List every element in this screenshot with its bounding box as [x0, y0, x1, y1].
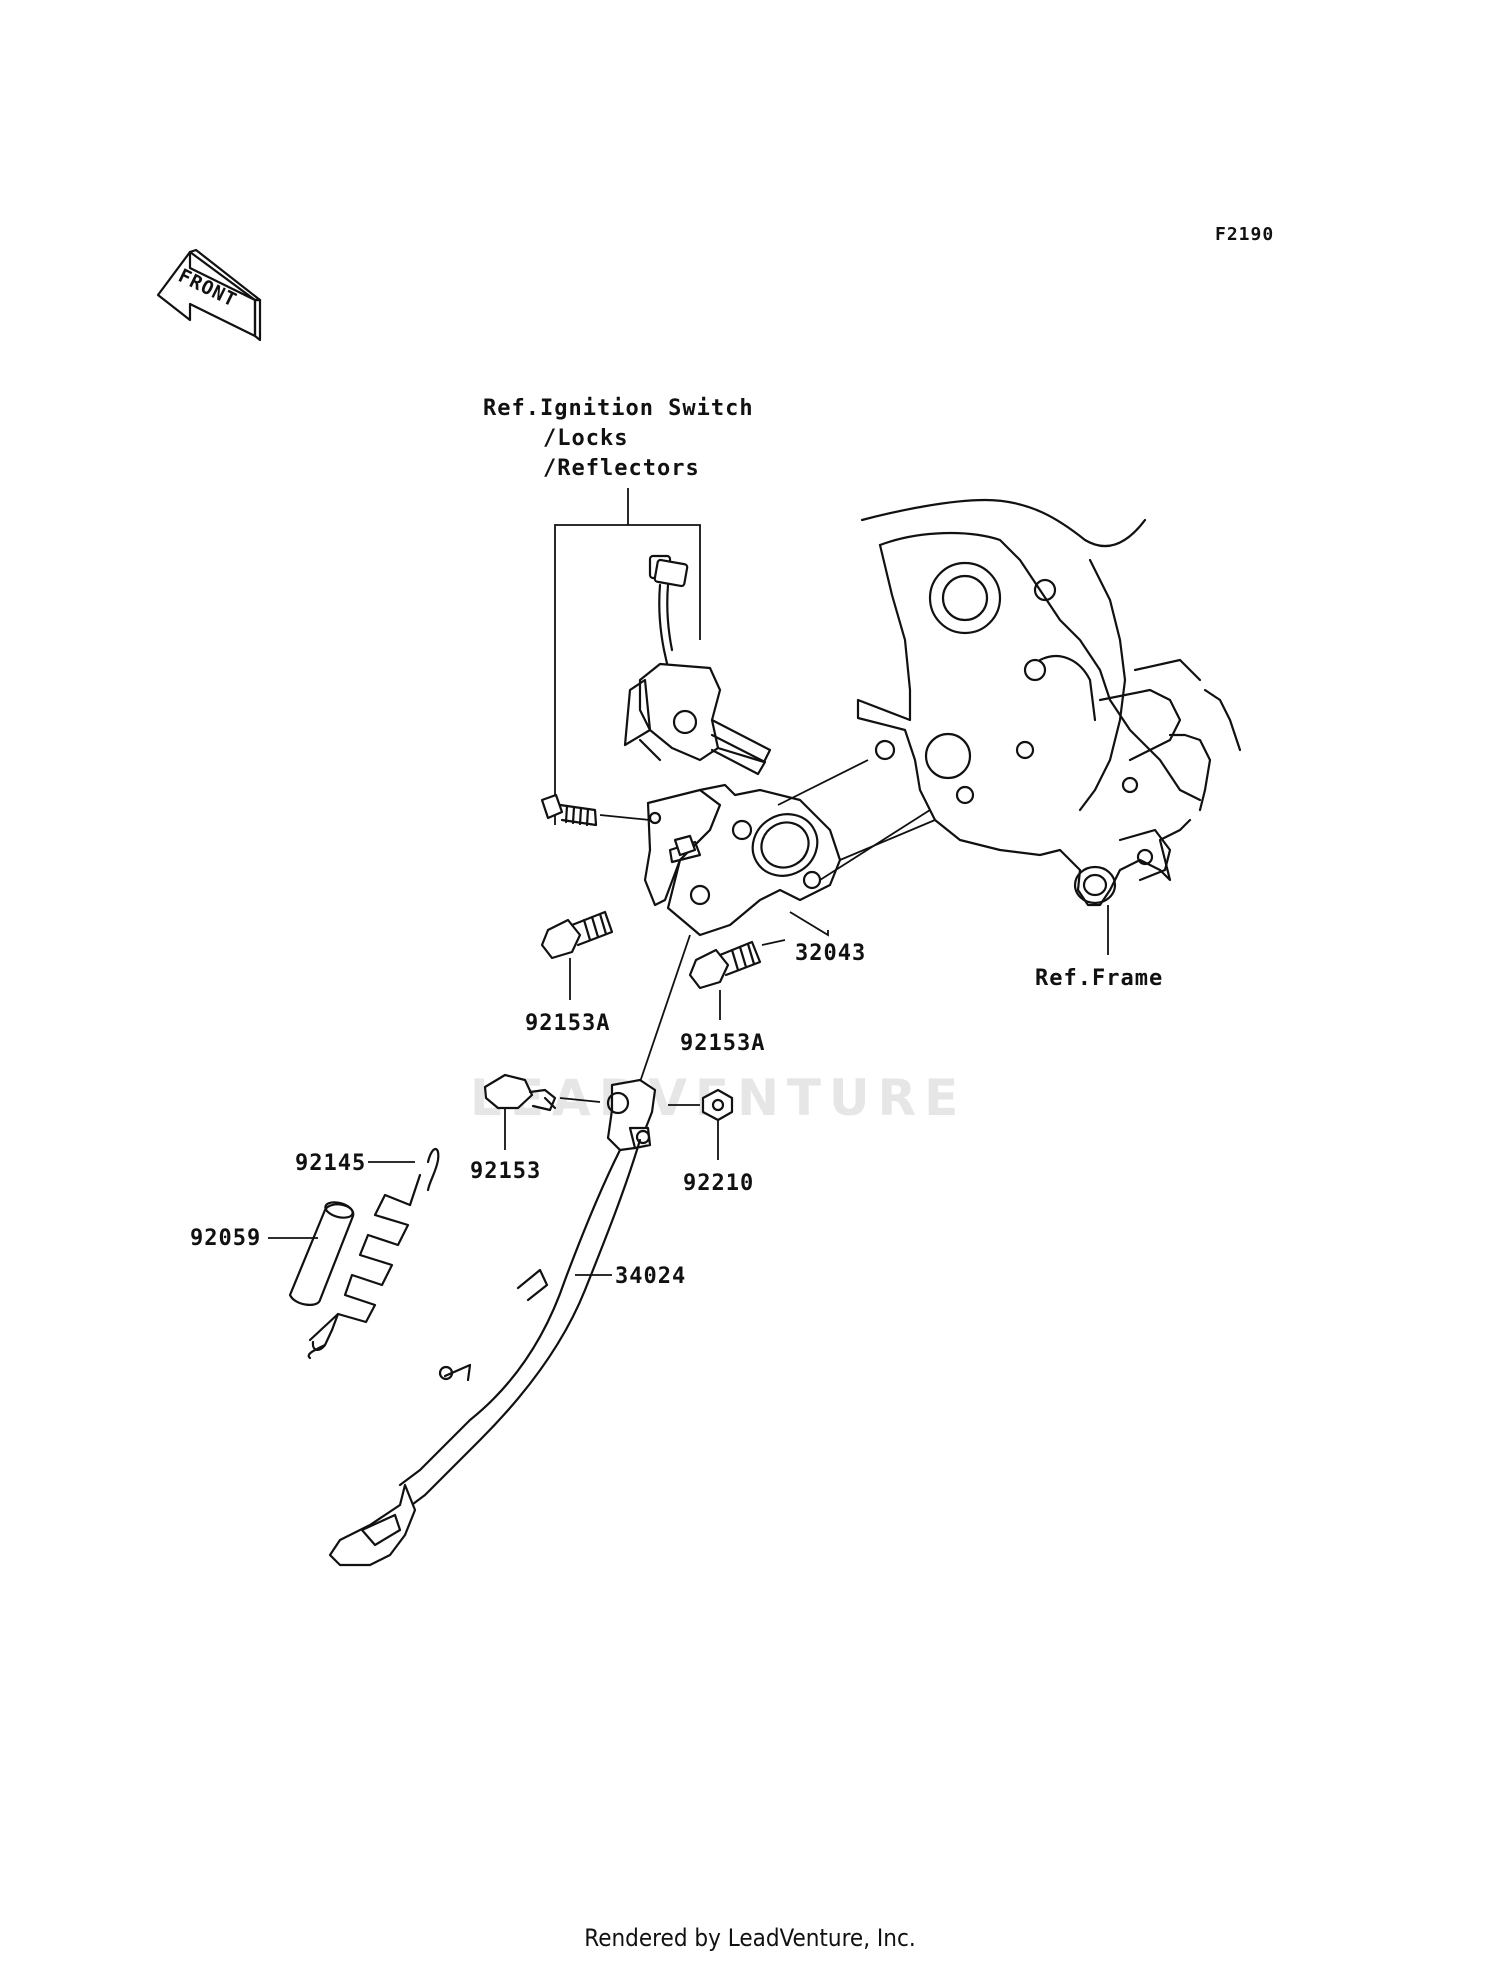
nut-92210: [668, 1088, 734, 1122]
switch-screw: [540, 793, 651, 827]
part-label-92059: 92059: [190, 1226, 261, 1251]
spring-92145: [307, 1147, 440, 1360]
ref-ignition-line1: Ref.Ignition Switch: [483, 396, 754, 421]
side-stand-34024: [328, 1078, 657, 1567]
bolt-92153: [483, 1073, 601, 1112]
sleeve-92059: [288, 1201, 355, 1306]
side-stand-switch: [623, 554, 772, 776]
bolt-92153a-left: [540, 910, 614, 960]
part-label-92153: 92153: [470, 1159, 541, 1184]
frame-reference: [856, 498, 1242, 907]
front-arrow-icon: FRONT: [156, 248, 262, 342]
part-label-92145: 92145: [295, 1151, 366, 1176]
ref-frame-label: Ref.Frame: [1035, 966, 1163, 991]
bracket-32043: [643, 783, 842, 937]
ignition-reference-bracket: [554, 488, 701, 825]
part-label-92153a-right: 92153A: [680, 1031, 765, 1056]
part-label-32043: 32043: [795, 941, 866, 966]
ref-ignition-line2: /Locks: [543, 426, 628, 451]
diagram-code: F2190: [1215, 224, 1274, 245]
part-label-92153a-left: 92153A: [525, 1011, 610, 1036]
part-label-92210: 92210: [683, 1171, 754, 1196]
footer-credit: Rendered by LeadVenture, Inc.: [584, 1924, 916, 1952]
bolt-92153a-right: [688, 939, 786, 990]
part-label-34024: 34024: [615, 1264, 686, 1289]
ref-ignition-line3: /Reflectors: [543, 456, 700, 481]
